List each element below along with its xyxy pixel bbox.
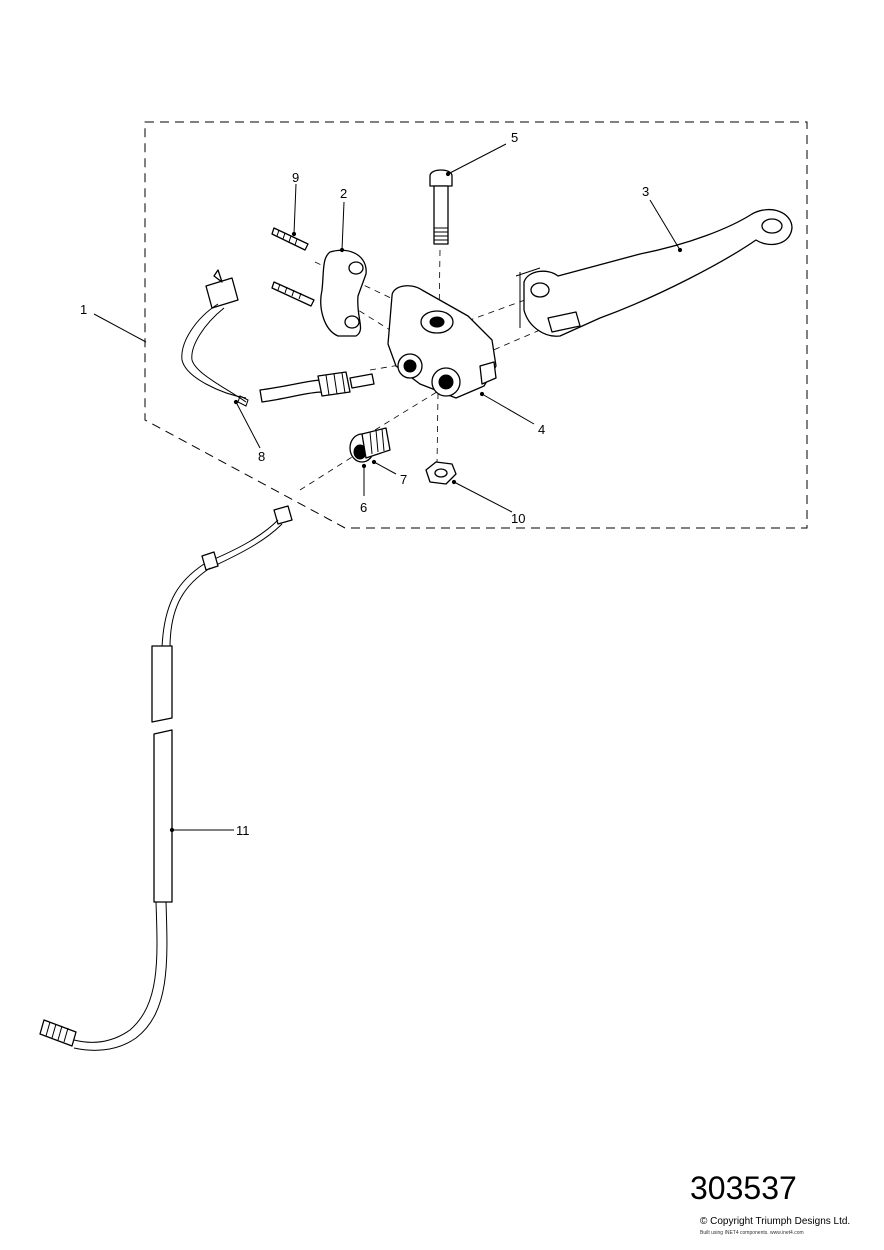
callout-10: 10 bbox=[511, 511, 525, 526]
callout-5: 5 bbox=[511, 130, 518, 145]
callout-7: 7 bbox=[400, 472, 407, 487]
clamp-bolts bbox=[271, 227, 315, 307]
lever-housing bbox=[387, 285, 497, 399]
drawing-number: 303537 bbox=[690, 1170, 797, 1206]
callout-3: 3 bbox=[642, 184, 649, 199]
callout-2: 2 bbox=[340, 186, 347, 201]
leader-lines bbox=[93, 143, 683, 833]
assembly-boundary bbox=[144, 121, 808, 529]
callout-11: 11 bbox=[236, 823, 250, 838]
callout-4: 4 bbox=[538, 422, 545, 437]
callout-1: 1 bbox=[80, 302, 87, 317]
switch-plunger bbox=[259, 371, 375, 403]
clutch-switch bbox=[181, 269, 249, 407]
adjuster-assembly bbox=[349, 427, 391, 463]
switch-cable bbox=[39, 505, 293, 1051]
pivot-nut bbox=[425, 461, 457, 485]
callout-8: 8 bbox=[258, 449, 265, 464]
copyright-notice: © Copyright Triumph Designs Ltd. bbox=[700, 1216, 851, 1227]
clutch-lever bbox=[515, 209, 793, 337]
callout-9: 9 bbox=[292, 170, 299, 185]
callout-6: 6 bbox=[360, 500, 367, 515]
pivot-bolt bbox=[429, 169, 453, 245]
lever-clamp bbox=[320, 249, 367, 337]
credit-notice: Built using INET4 components. www.inet4.… bbox=[700, 1230, 804, 1236]
